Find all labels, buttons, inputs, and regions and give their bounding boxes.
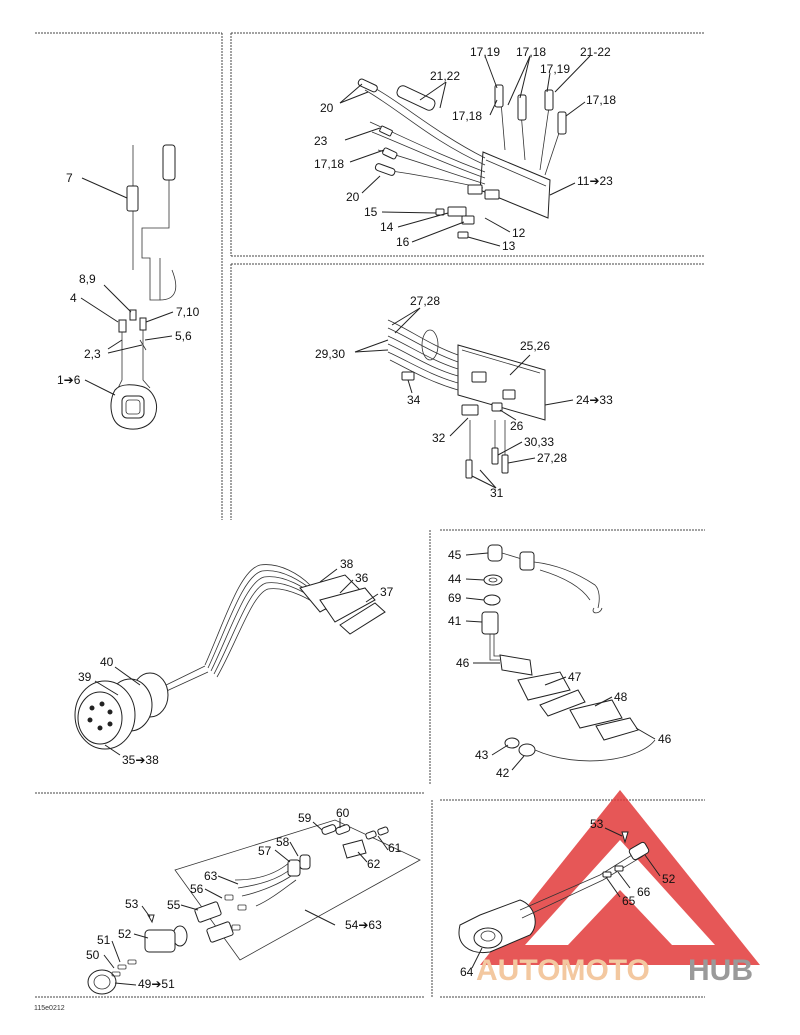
figure-code: 115e0212 — [34, 1005, 65, 1012]
callout-31: 31 — [490, 486, 504, 500]
callout-57: 57 — [258, 844, 272, 858]
callout-38: 38 — [340, 557, 354, 571]
panel-3-labels: 27,28 29,30 25,26 34 24➔33 26 32 30,33 2… — [315, 294, 613, 500]
callout-12: 12 — [512, 226, 526, 240]
callout-21-22-b: 21,22 — [430, 69, 460, 83]
callout-45: 45 — [448, 548, 462, 562]
callout-44: 44 — [448, 572, 462, 586]
callout-16: 16 — [396, 235, 410, 249]
watermark-text-automoto: AUTOMOTO — [476, 954, 650, 987]
callout-54-63: 54➔63 — [345, 918, 382, 932]
callout-62: 62 — [367, 857, 381, 871]
callout-25-26: 25,26 — [520, 339, 550, 353]
callout-55: 55 — [167, 898, 181, 912]
callout-50: 50 — [86, 948, 100, 962]
callout-11-23: 11➔23 — [577, 174, 613, 188]
callout-17-18-c: 17,18 — [586, 93, 616, 107]
callout-17-19-b: 17,19 — [540, 62, 570, 76]
callout-40: 40 — [100, 655, 114, 669]
callout-23: 23 — [314, 134, 328, 148]
callout-41: 41 — [448, 614, 462, 628]
callout-2-3: 2,3 — [84, 347, 101, 361]
callout-17-18-b: 17,18 — [452, 109, 482, 123]
callout-63: 63 — [204, 869, 218, 883]
panel-4-connector — [74, 564, 386, 756]
callout-37: 37 — [380, 585, 394, 599]
callout-4: 4 — [70, 291, 77, 305]
callout-13: 13 — [502, 239, 516, 253]
callout-60: 60 — [336, 806, 350, 820]
callout-17-19-a: 17,19 — [470, 45, 500, 59]
callout-49-51: 49➔51 — [138, 977, 175, 991]
callout-20-a: 20 — [320, 101, 334, 115]
panel-3-module — [354, 307, 574, 489]
watermark-triangle — [480, 790, 760, 965]
callout-1-6: 1➔6 — [57, 373, 81, 387]
callout-30-33: 30,33 — [524, 435, 554, 449]
panel-6-labels: 59 60 58 57 61 62 63 56 55 53 52 54➔63 5… — [86, 806, 402, 991]
callout-66: 66 — [637, 885, 651, 899]
panel-5-labels: 45 44 69 41 46 47 48 46 43 42 — [448, 548, 672, 780]
callout-52: 52 — [118, 927, 132, 941]
callout-51: 51 — [97, 933, 111, 947]
callout-53-p7: 53 — [590, 817, 604, 831]
callout-29-30: 29,30 — [315, 347, 345, 361]
panel-7-labels: 53 52 66 65 64 — [460, 817, 676, 979]
callout-14: 14 — [380, 220, 394, 234]
callout-46-a: 46 — [456, 656, 470, 670]
callout-48: 48 — [614, 690, 628, 704]
callout-27-28-b: 27,28 — [537, 451, 567, 465]
panel-6-harness — [87, 818, 421, 995]
panel-2-harness — [339, 55, 591, 247]
callout-35-38: 35➔38 — [122, 753, 159, 767]
panel-5-cable — [465, 544, 656, 771]
callout-61: 61 — [388, 841, 402, 855]
callout-26: 26 — [510, 419, 524, 433]
callout-7-10: 7,10 — [176, 305, 200, 319]
callout-39: 39 — [78, 670, 92, 684]
callout-15: 15 — [364, 205, 378, 219]
callout-5-6: 5,6 — [175, 329, 192, 343]
callout-21-22-a: 21-22 — [580, 45, 611, 59]
callout-47: 47 — [568, 670, 582, 684]
callout-8-9: 8,9 — [79, 272, 96, 286]
callout-7: 7 — [66, 171, 73, 185]
callout-65: 65 — [622, 894, 636, 908]
panel-1-labels: 7 8,9 4 7,10 5,6 2,3 1➔6 — [57, 171, 200, 387]
panel-2-labels: 17,19 17,18 21-22 21,22 17,19 20 17,18 1… — [314, 45, 616, 253]
callout-36: 36 — [355, 571, 369, 585]
callout-43: 43 — [475, 748, 489, 762]
callout-53: 53 — [125, 897, 139, 911]
callout-69: 69 — [448, 591, 462, 605]
callout-32: 32 — [432, 431, 446, 445]
panel-7-sensor — [458, 827, 661, 969]
callout-27-28-a: 27,28 — [410, 294, 440, 308]
panel-1-sender — [80, 144, 177, 430]
callout-59: 59 — [298, 811, 312, 825]
watermark-logo: AUTOMOTO HUB — [476, 954, 753, 987]
callout-52-p7: 52 — [662, 872, 676, 886]
callout-24-33: 24➔33 — [576, 393, 613, 407]
callout-20-b: 20 — [346, 190, 360, 204]
callout-56: 56 — [190, 882, 204, 896]
callout-64: 64 — [460, 965, 474, 979]
callout-34: 34 — [407, 393, 421, 407]
watermark-text-hub: HUB — [688, 954, 753, 987]
panel-4-labels: 38 36 37 40 39 35➔38 — [78, 557, 394, 767]
callout-58: 58 — [276, 835, 290, 849]
callout-17-18-a: 17,18 — [516, 45, 546, 59]
callout-17-18-d: 17,18 — [314, 157, 344, 171]
panel-dividers — [35, 32, 705, 998]
callout-42: 42 — [496, 766, 510, 780]
callout-46-b: 46 — [658, 732, 672, 746]
